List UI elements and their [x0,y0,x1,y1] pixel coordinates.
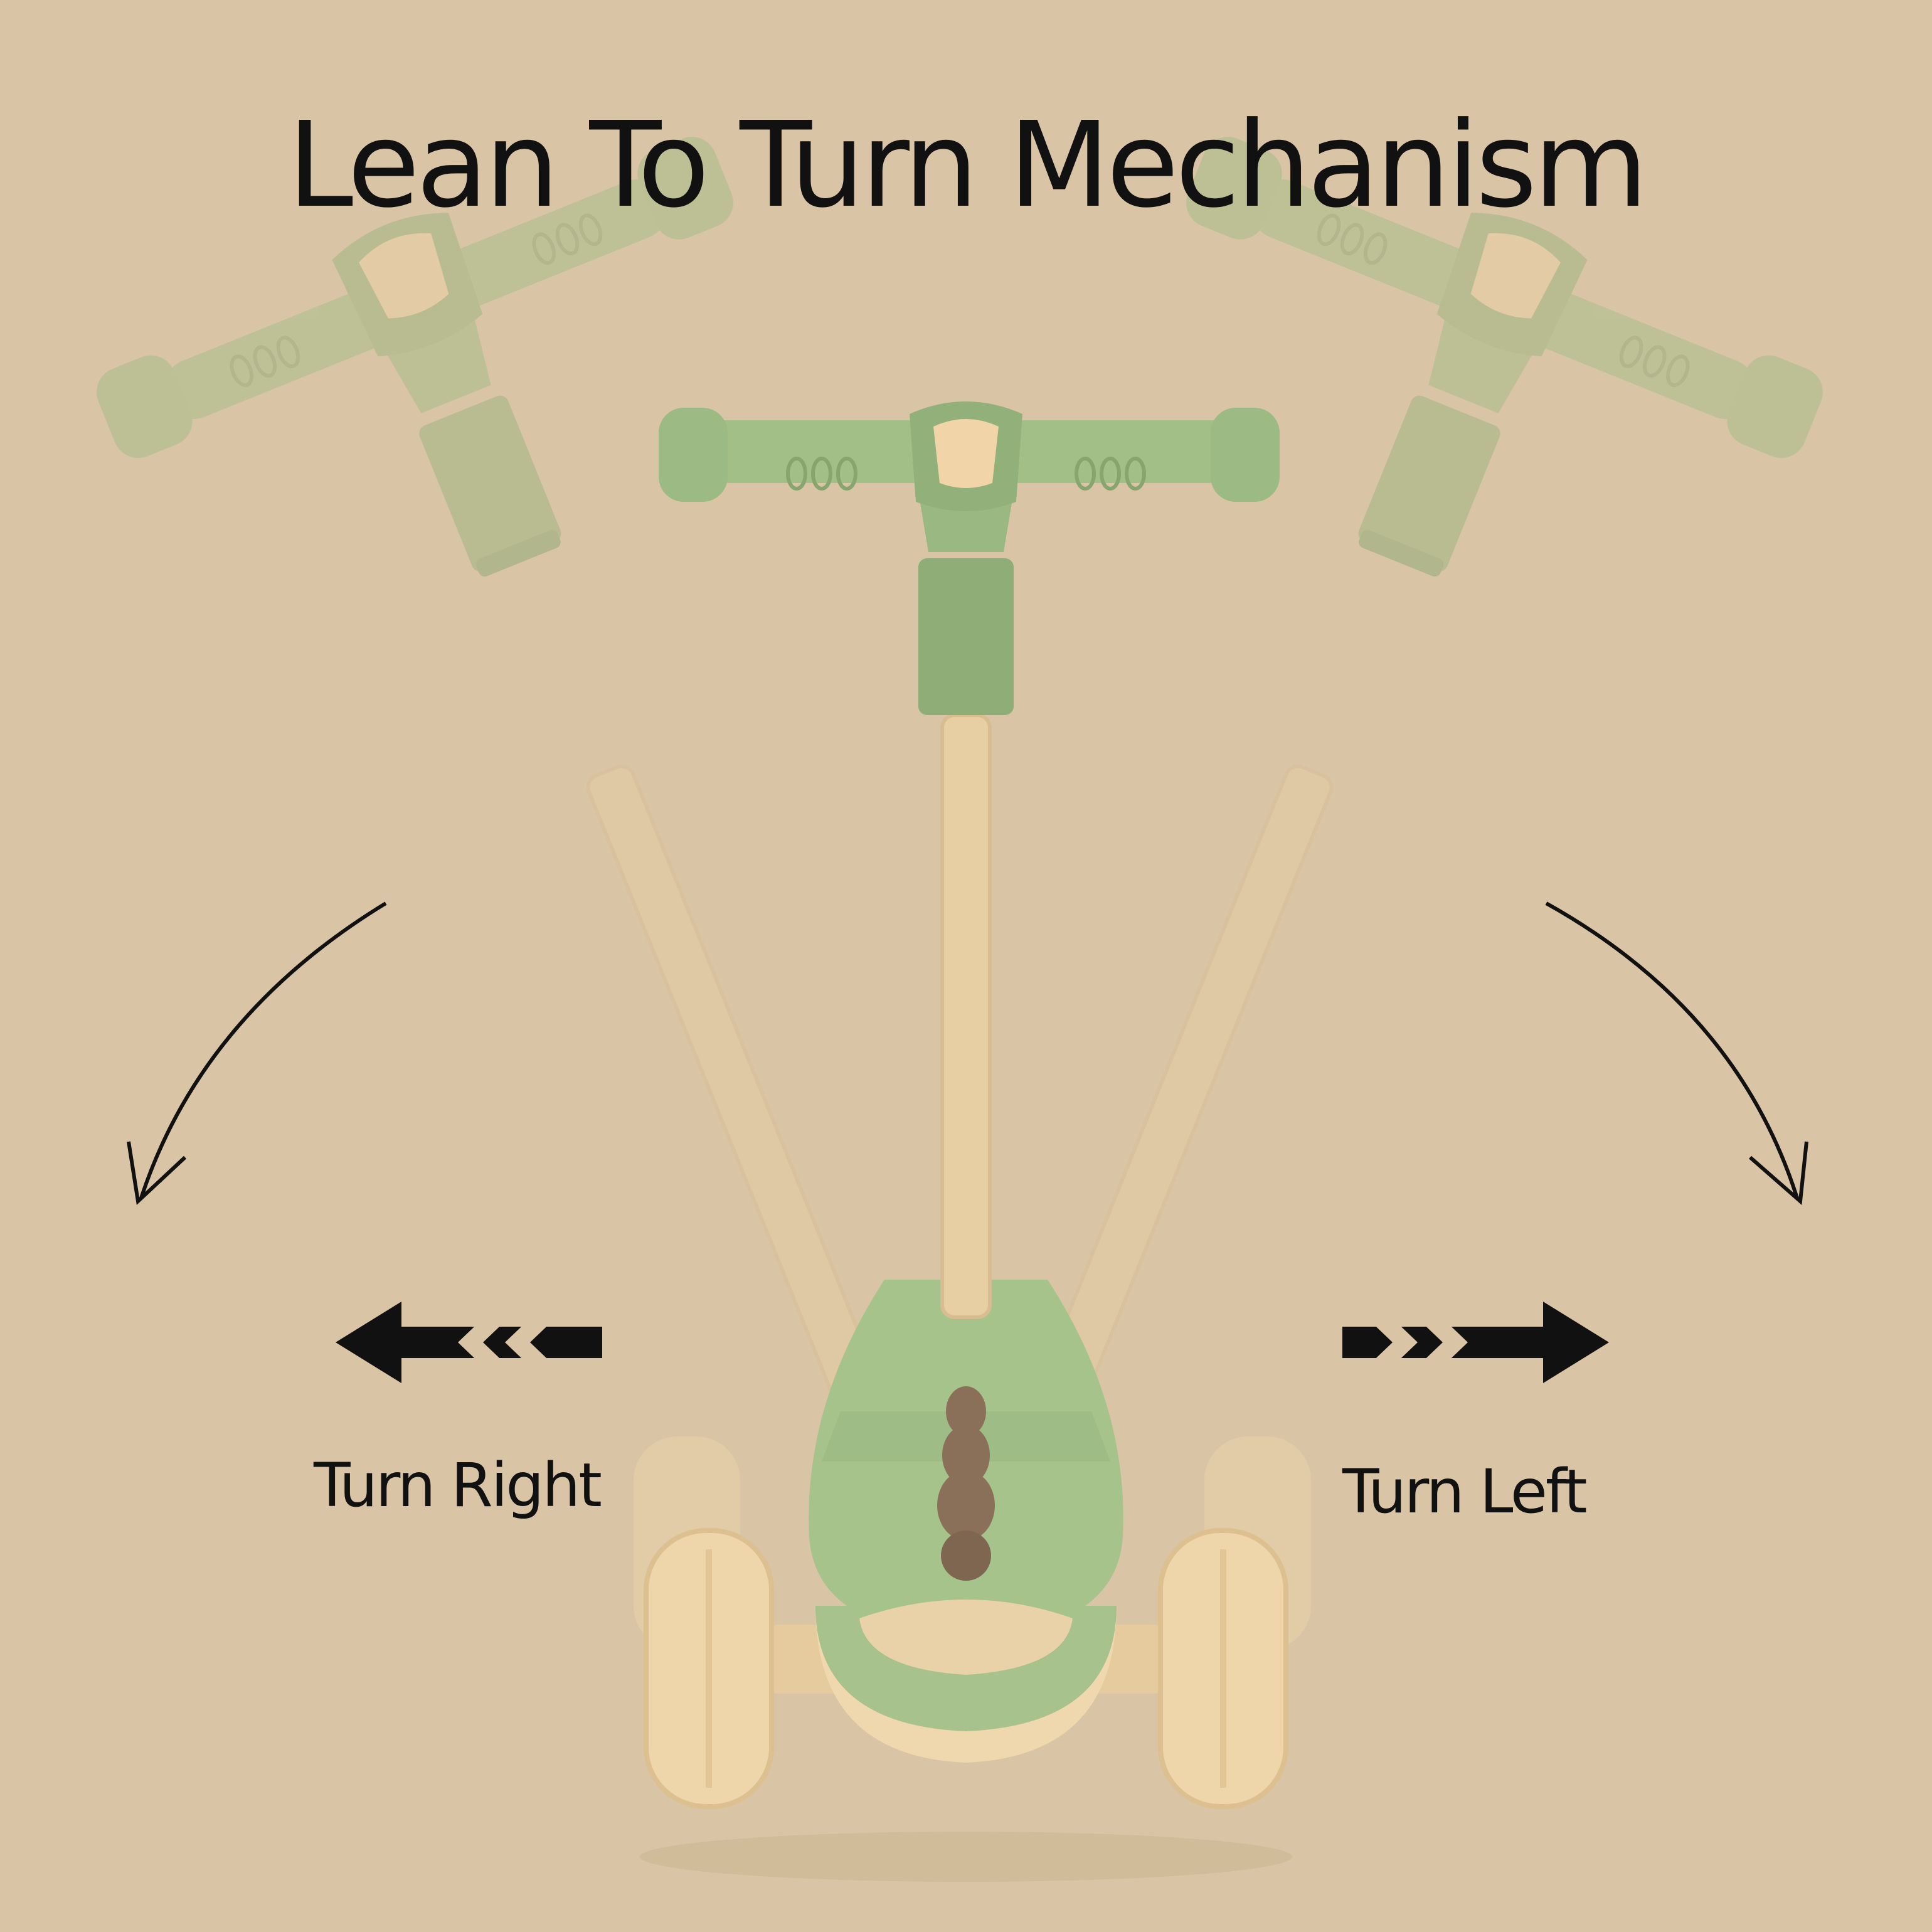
page-title: Lean To Turn Mechanism [287,97,1648,234]
floor-shadow [640,1832,1292,1882]
caption-turn-right: Turn Right [314,1450,602,1521]
caption-turn-left: Turn Left [1342,1457,1588,1527]
scooter-center [644,401,1288,1809]
